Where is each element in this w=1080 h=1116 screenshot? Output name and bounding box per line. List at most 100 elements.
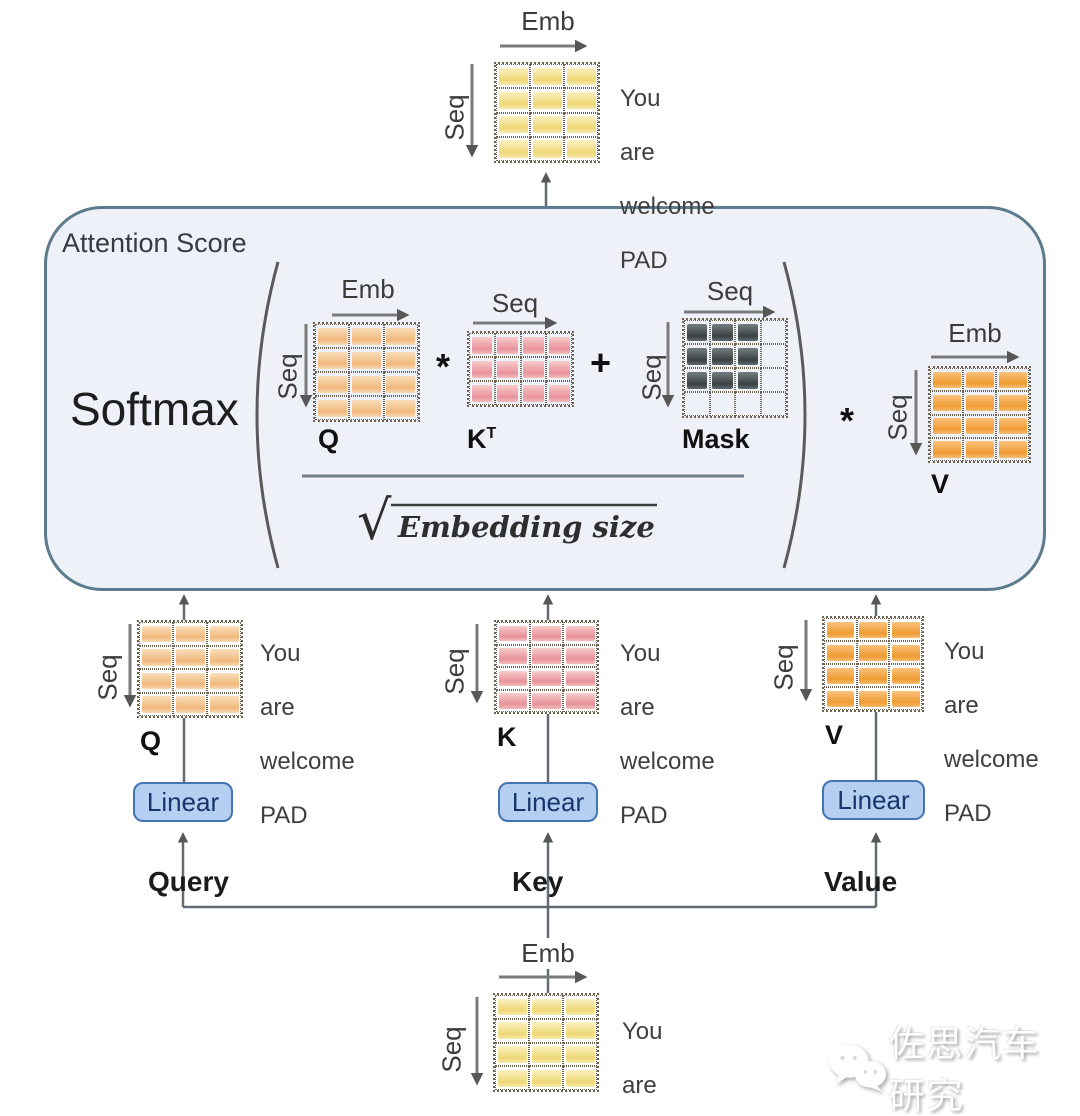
mask-seq-left-label: Seq [636, 354, 667, 401]
matrix-cell [824, 687, 857, 710]
matrix-cell [139, 622, 173, 646]
matrix-cell-bar [531, 1022, 561, 1039]
matrix-cell-bar [566, 116, 596, 134]
matrix-cell-bar [965, 441, 994, 458]
matrix-cell [530, 136, 564, 161]
matrix-cell [760, 320, 786, 344]
matrix-cell-bar [175, 625, 205, 642]
matrix-cell-bar [498, 140, 528, 158]
token-are: are [944, 692, 979, 719]
matrix-cell-bar [686, 347, 707, 365]
matrix-cell-bar [891, 667, 920, 684]
matrix-cell [996, 368, 1029, 392]
matrix-cell-bar [209, 649, 239, 666]
input-v-matrix [822, 616, 924, 712]
matrix-cell [529, 995, 563, 1019]
matrix-cell-bar [386, 327, 416, 345]
token-you: You [620, 640, 661, 667]
matrix-cell [529, 1018, 563, 1043]
matrix-cell [496, 88, 530, 113]
top-token-list: You are welcome PAD [620, 58, 715, 301]
matrix-cell [349, 372, 384, 396]
matrix-cell-bar [932, 394, 961, 411]
token-you: You [620, 85, 661, 112]
matrix-cell [709, 344, 735, 368]
matrix-cell-bar [386, 375, 416, 393]
matrix-cell [684, 368, 710, 392]
token-you: You [622, 1018, 663, 1045]
attention-score-box [44, 206, 1046, 591]
sqrt-denominator: Embedding size [398, 510, 655, 544]
flow-arrows [177, 172, 882, 993]
matrix-cell [496, 622, 530, 645]
matrix-cell [930, 414, 963, 438]
matrix-cell [173, 669, 207, 693]
attn-v-seq-label: Seq [882, 394, 913, 441]
matrix-cell-bar [565, 998, 595, 1016]
matrix-cell-bar [351, 375, 382, 393]
matrix-cell [735, 320, 761, 344]
matrix-cell-bar [712, 323, 733, 341]
matrix-cell-bar [686, 323, 707, 341]
top-emb-label: Emb [521, 6, 575, 36]
matrix-cell-bar [317, 375, 347, 393]
matrix-cell-bar [565, 1022, 595, 1039]
matrix-cell-bar [497, 384, 518, 402]
matrix-cell [529, 667, 564, 690]
matrix-cell [963, 391, 996, 415]
matrix-cell-bar [548, 360, 570, 378]
matrix-cell [563, 1018, 597, 1043]
linear-box-value: Linear [822, 780, 925, 820]
matrix-cell-bar [565, 670, 595, 686]
matrix-cell-bar [532, 670, 561, 686]
matrix-cell-bar [565, 648, 595, 664]
matrix-cell-bar [498, 91, 528, 109]
matrix-cell [735, 392, 761, 416]
matrix-cell [996, 391, 1029, 415]
matrix-cell [530, 64, 564, 89]
matrix-cell-bar [891, 690, 920, 707]
matrix-cell-bar [891, 644, 920, 661]
matrix-cell [383, 324, 418, 348]
matrix-cell [529, 1042, 563, 1067]
matrix-cell-bar [523, 384, 544, 402]
matrix-cell [563, 622, 597, 645]
matrix-cell-bar [471, 336, 493, 354]
matrix-cell-bar [532, 693, 561, 709]
matrix-cell [496, 136, 530, 161]
matrix-cell [563, 689, 597, 712]
input-k-matrix [494, 620, 599, 714]
matrix-cell [889, 641, 922, 664]
matrix-cell [563, 667, 597, 690]
matrix-cell [495, 995, 529, 1019]
matrix-cell-bar [532, 116, 562, 134]
matrix-cell-bar [826, 644, 855, 661]
matrix-cell [930, 391, 963, 415]
matrix-cell [760, 368, 786, 392]
matrix-cell-bar [175, 672, 205, 689]
matrix-cell-bar [737, 347, 758, 365]
matrix-cell-bar [548, 384, 570, 402]
matrix-cell [963, 368, 996, 392]
matrix-cell-bar [141, 696, 171, 713]
token-welcome: welcome [944, 746, 1039, 773]
matrix-cell [315, 372, 350, 396]
matrix-cell-bar [826, 621, 855, 638]
token-are: are [620, 139, 655, 166]
matrix-cell-bar [998, 371, 1027, 388]
matrix-cell [824, 664, 857, 687]
matrix-cell [496, 667, 530, 690]
matrix-cell-bar [531, 1069, 561, 1087]
input-v-seq-label: Seq [768, 644, 799, 691]
matrix-cell-bar [498, 67, 528, 85]
value-label: Value [824, 866, 898, 897]
matrix-cell [564, 112, 598, 137]
matrix-cell [529, 1066, 563, 1090]
matrix-cell-bar [565, 1046, 595, 1063]
matrix-cell [564, 136, 598, 161]
matrix-cell [173, 622, 207, 646]
token-pad: PAD [260, 802, 308, 829]
attn-q-matrix [313, 322, 420, 422]
linear-box-key: Linear [498, 782, 598, 822]
